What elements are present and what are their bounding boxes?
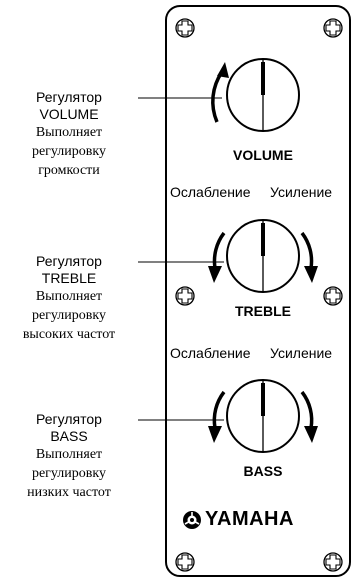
treble-callout-desc-2: регулировку bbox=[31, 308, 107, 323]
bass-arc-arrow-left-icon bbox=[208, 390, 226, 443]
bass-callout-title-1: Регулятор bbox=[36, 411, 102, 427]
bass-knob-icon bbox=[226, 379, 300, 453]
bass-callout-desc-1: Выполняет bbox=[35, 447, 103, 462]
screw-icon-middle-left bbox=[175, 286, 195, 306]
treble-callout-desc-3: высоких частот bbox=[22, 327, 116, 342]
bass-range-left-label: Ослабление bbox=[170, 345, 251, 361]
bass-callout: Регулятор BASS Выполняет регулировку низ… bbox=[0, 411, 138, 502]
volume-knob-icon bbox=[226, 58, 300, 132]
volume-callout-desc-3: громкости bbox=[38, 163, 100, 178]
treble-callout-title-1: Регулятор bbox=[36, 253, 102, 269]
treble-arc-arrow-left-icon bbox=[208, 231, 226, 283]
bass-callout-desc-2: регулировку bbox=[31, 466, 107, 481]
panel-outline bbox=[165, 5, 351, 577]
treble-range-left-label: Ослабление bbox=[170, 184, 251, 200]
bass-arc-arrow-right-icon bbox=[300, 390, 318, 443]
treble-knob-label: TREBLE bbox=[235, 303, 291, 319]
treble-knob-icon bbox=[226, 219, 300, 293]
treble-callout-title-2: TREBLE bbox=[41, 270, 97, 286]
volume-knob-label: VOLUME bbox=[233, 147, 293, 163]
volume-callout: Регулятор VOLUME Выполняет регулировку г… bbox=[0, 89, 138, 180]
screw-icon-bottom-left bbox=[175, 552, 195, 572]
treble-callout: Регулятор TREBLE Выполняет регулировку в… bbox=[0, 253, 138, 344]
screw-icon-top-right bbox=[323, 18, 343, 38]
screw-icon-middle-right bbox=[323, 286, 343, 306]
volume-callout-title-1: Регулятор bbox=[36, 89, 102, 105]
bass-callout-title-2: BASS bbox=[50, 428, 88, 444]
volume-callout-desc-1: Выполняет bbox=[35, 125, 103, 140]
screw-icon-bottom-right bbox=[323, 552, 343, 572]
screw-icon-top-left bbox=[175, 18, 195, 38]
yamaha-logo-icon bbox=[183, 511, 201, 529]
brand-name: YAMAHA bbox=[205, 508, 294, 530]
treble-callout-desc-1: Выполняет bbox=[35, 289, 103, 304]
bass-knob-label: BASS bbox=[243, 463, 283, 479]
treble-range-right-label: Усиление bbox=[270, 184, 333, 200]
bass-range-right-label: Усиление bbox=[270, 345, 333, 361]
volume-arc-arrow-icon bbox=[211, 62, 229, 123]
treble-arc-arrow-right-icon bbox=[300, 231, 318, 283]
volume-callout-desc-2: регулировку bbox=[31, 144, 107, 159]
volume-callout-title-2: VOLUME bbox=[39, 106, 99, 122]
bass-callout-desc-3: низких частот bbox=[27, 485, 111, 500]
